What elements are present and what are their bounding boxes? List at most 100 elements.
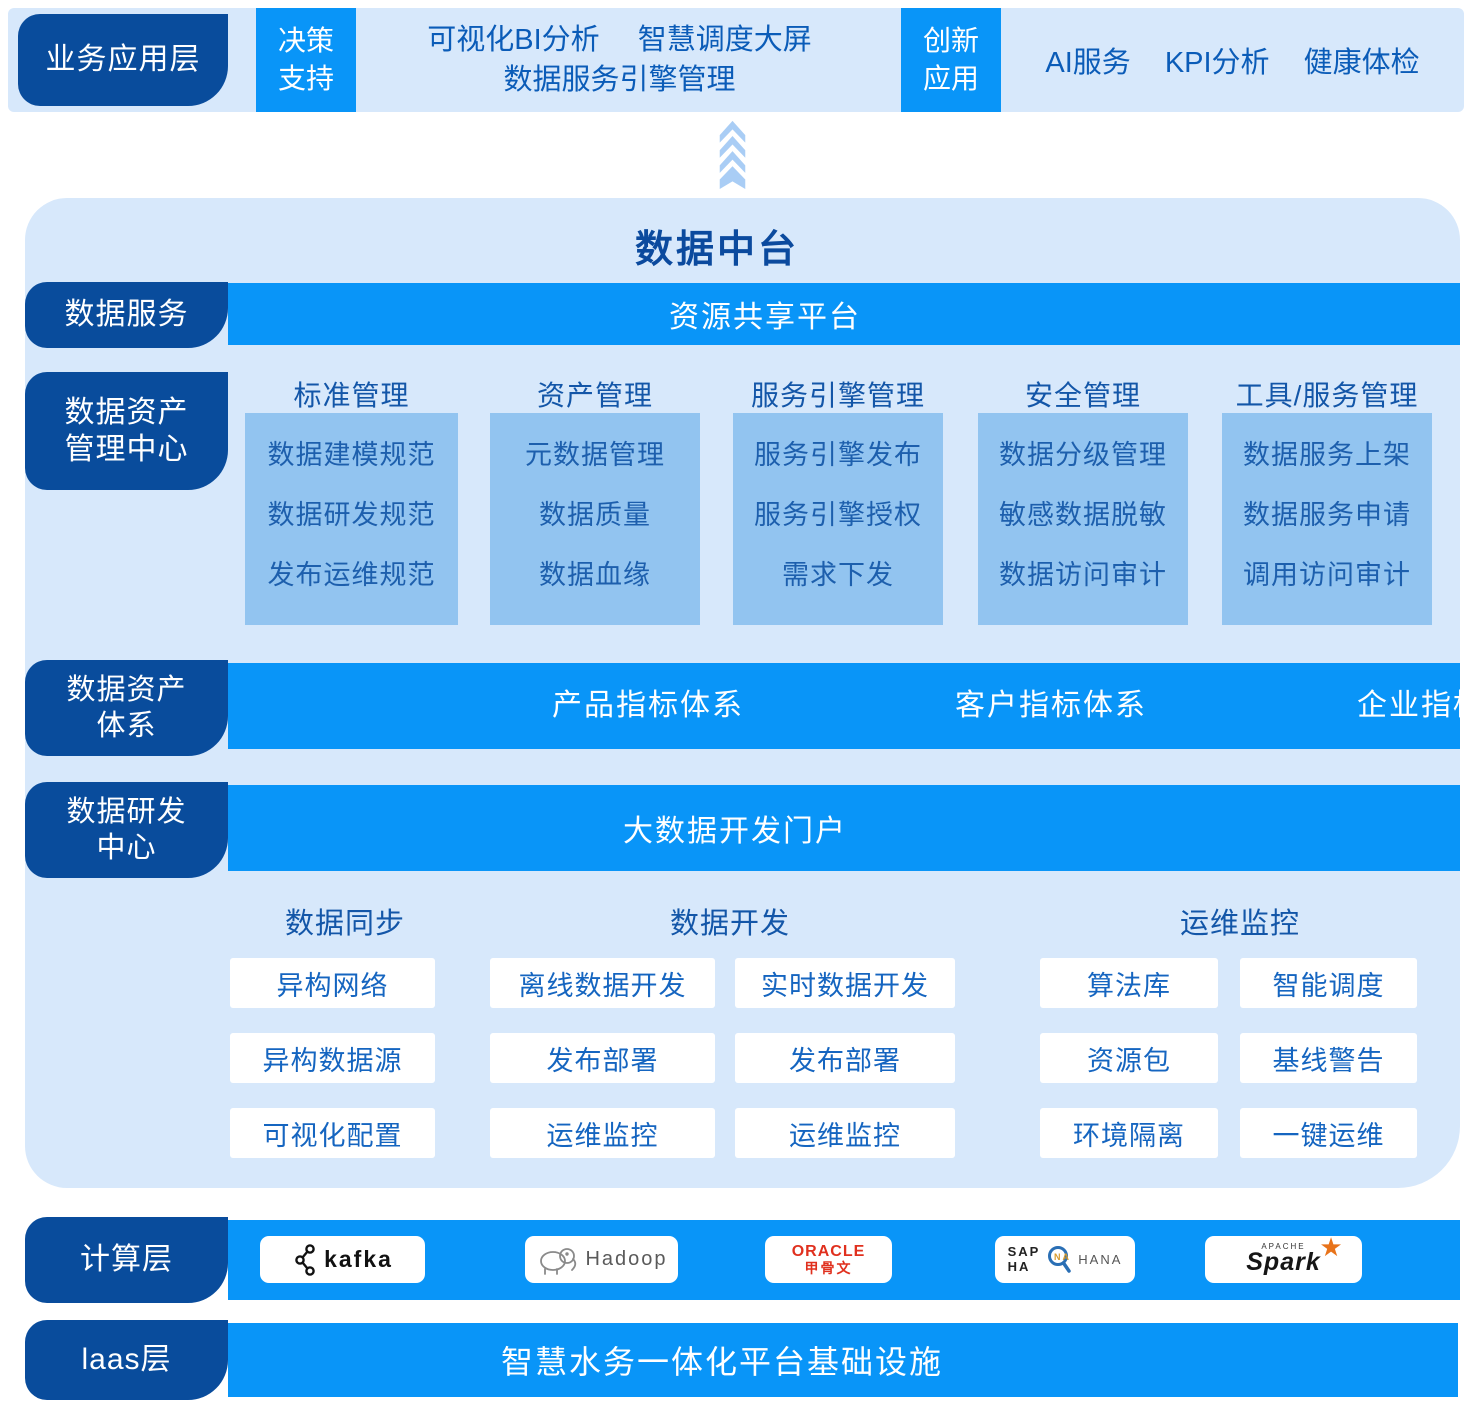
decision-support-tag: 决策 支持 — [256, 8, 356, 112]
sap-logo-bottom: HA — [1007, 1258, 1031, 1274]
asset-item: 调用访问审计 — [1243, 560, 1411, 590]
column-box-asset-mgmt: 元数据管理 数据质量 数据血缘 — [490, 413, 700, 625]
label-data-asset-system: 数据资产 体系 — [25, 660, 228, 756]
devbox-resource-pack: 资源包 — [1040, 1033, 1218, 1083]
bar-bigdata-dev-portal-text: 大数据开发门户 — [623, 815, 847, 848]
sap-logo-text: SAP HA — [1007, 1244, 1041, 1274]
hadoop-logo: Hadoop — [525, 1236, 678, 1283]
item-data-service-engine-mgmt: 数据服务引擎管理 — [503, 64, 736, 96]
oracle-logo-text: ORACLE — [791, 1242, 866, 1260]
decision-tag-line2: 支持 — [277, 63, 334, 94]
sap-hana-logo: SAP HA NA HANA — [995, 1236, 1135, 1283]
label-data-asset-management-center: 数据资产 管理中心 — [25, 372, 228, 490]
asset-system-label-line1: 数据资产 — [66, 673, 187, 706]
item-product-indicator-system: 产品指标体系 — [552, 689, 744, 722]
devbox-hetero-network: 异构网络 — [230, 958, 435, 1008]
spark-star-icon: ★ — [1319, 1232, 1345, 1262]
svg-text:NA: NA — [1054, 1252, 1071, 1262]
devbox-ops-monitor-1: 运维监控 — [490, 1108, 715, 1158]
asset-item: 数据研发规范 — [267, 500, 436, 530]
item-enterprise-indicator-system: 企业指标体系 — [1357, 689, 1472, 722]
item-ai-service: AI服务 — [1045, 47, 1131, 79]
hadoop-logo-text: Hadoop — [585, 1248, 668, 1270]
kafka-logo: kafka — [260, 1236, 425, 1283]
devbox-env-isolation: 环境隔离 — [1040, 1108, 1218, 1158]
asset-item: 数据服务上架 — [1243, 440, 1411, 470]
layer-label-business-application: 业务应用层 — [18, 14, 228, 106]
devbox-one-click-ops: 一键运维 — [1240, 1108, 1417, 1158]
iaas-layer-label-text: laas层 — [81, 1343, 172, 1377]
spark-logo-text: Spark — [1246, 1248, 1321, 1276]
magnifier-icon: NA — [1048, 1245, 1072, 1273]
devbox-realtime-data-dev: 实时数据开发 — [735, 958, 955, 1008]
bar-resource-sharing-platform: 资源共享平台 — [228, 283, 1460, 345]
column-header-standard-mgmt: 标准管理 — [293, 380, 410, 411]
data-middle-platform-panel: 数据中台 数据服务 资源共享平台 数据资产 管理中心 标准管理 数据建模规范 数… — [25, 198, 1472, 1188]
dev-center-label-line1: 数据研发 — [66, 795, 187, 828]
column-box-service-engine-mgmt: 服务引擎发布 服务引擎授权 需求下发 — [733, 413, 943, 625]
asset-item: 服务引擎发布 — [754, 440, 922, 470]
asset-system-label-line2: 体系 — [96, 710, 157, 742]
bar-iaas-infrastructure: 智慧水务一体化平台基础设施 — [228, 1323, 1458, 1397]
section-header-data-dev: 数据开发 — [669, 908, 790, 940]
item-bi-analysis: 可视化BI分析 — [427, 24, 600, 56]
asset-item: 数据质量 — [539, 500, 651, 530]
column-header-asset-mgmt: 资产管理 — [536, 380, 653, 411]
item-customer-indicator-system: 客户指标体系 — [955, 689, 1147, 722]
dev-center-label-line2: 中心 — [96, 832, 157, 864]
bar-indicator-systems: 产品指标体系 客户指标体系 企业指标体系 — [228, 663, 1472, 749]
kafka-logo-text: kafka — [324, 1246, 393, 1272]
spark-logo-wrap: APACHE Spark ★ — [1246, 1232, 1342, 1277]
decision-items-row2: 数据服务引擎管理 — [356, 60, 883, 100]
label-data-service: 数据服务 — [25, 282, 228, 348]
asset-item: 数据访问审计 — [999, 560, 1167, 590]
section-header-ops-monitoring: 运维监控 — [1179, 908, 1300, 940]
asset-item: 元数据管理 — [525, 440, 665, 470]
asset-item: 服务引擎授权 — [754, 500, 922, 530]
devbox-offline-data-dev: 离线数据开发 — [490, 958, 715, 1008]
innovation-tag-line1: 创新 — [922, 25, 979, 57]
label-data-service-text: 数据服务 — [64, 298, 189, 332]
bar-resource-sharing-text: 资源共享平台 — [669, 301, 861, 334]
kafka-icon — [295, 1243, 315, 1276]
column-box-tool-service-mgmt: 数据服务上架 数据服务申请 调用访问审计 — [1222, 413, 1432, 625]
label-data-dev-center: 数据研发 中心 — [25, 782, 228, 878]
oracle-logo: ORACLE 甲骨文 — [765, 1236, 892, 1283]
asset-item: 数据服务申请 — [1243, 500, 1411, 530]
asset-item: 发布运维规范 — [267, 560, 436, 590]
devbox-release-deploy-1: 发布部署 — [490, 1033, 715, 1083]
devbox-release-deploy-2: 发布部署 — [735, 1033, 955, 1083]
spark-logo: APACHE Spark ★ — [1205, 1232, 1362, 1283]
column-header-tool-service-mgmt: 工具/服务管理 — [1235, 380, 1419, 411]
label-iaas-layer: laas层 — [25, 1320, 228, 1400]
devbox-ops-monitor-2: 运维监控 — [735, 1108, 955, 1158]
hadoop-elephant-icon — [540, 1247, 577, 1275]
up-arrow-icon — [719, 119, 746, 194]
devbox-algorithm-lib: 算法库 — [1040, 958, 1218, 1008]
decision-tag-line1: 决策 — [277, 25, 334, 57]
asset-item: 数据分级管理 — [999, 440, 1167, 470]
item-health-check: 健康体检 — [1303, 47, 1420, 79]
asset-item: 数据血缘 — [539, 560, 651, 590]
oracle-logo-chinese-text: 甲骨文 — [804, 1259, 853, 1276]
decision-items-row1: 可视化BI分析 智慧调度大屏 — [356, 20, 883, 60]
asset-center-label-line2: 管理中心 — [64, 433, 189, 466]
column-header-service-engine-mgmt: 服务引擎管理 — [750, 380, 925, 411]
asset-item: 需求下发 — [782, 560, 894, 590]
layer-label-text: 业务应用层 — [45, 43, 201, 77]
sap-logo-top: SAP — [1007, 1244, 1041, 1260]
compute-layer-label-text: 计算层 — [80, 1243, 173, 1277]
innovation-tag-line2: 应用 — [922, 63, 979, 94]
business-application-layer-banner: 业务应用层 决策 支持 可视化BI分析 智慧调度大屏 数据服务引擎管理 创新 应… — [8, 8, 1464, 112]
label-compute-layer: 计算层 — [25, 1217, 228, 1303]
hana-logo-text: HANA — [1078, 1252, 1123, 1267]
column-box-security-mgmt: 数据分级管理 敏感数据脱敏 数据访问审计 — [978, 413, 1188, 625]
innovation-items: AI服务 KPI分析 健康体检 — [1001, 39, 1464, 81]
bar-bigdata-dev-portal: 大数据开发门户 — [228, 785, 1460, 871]
item-kpi-analysis: KPI分析 — [1164, 47, 1270, 79]
devbox-hetero-datasource: 异构数据源 — [230, 1033, 435, 1083]
asset-item: 数据建模规范 — [267, 440, 436, 470]
devbox-baseline-alert: 基线警告 — [1240, 1033, 1417, 1083]
spark-apache-text: APACHE — [1261, 1242, 1306, 1251]
platform-title: 数据中台 — [634, 229, 799, 271]
